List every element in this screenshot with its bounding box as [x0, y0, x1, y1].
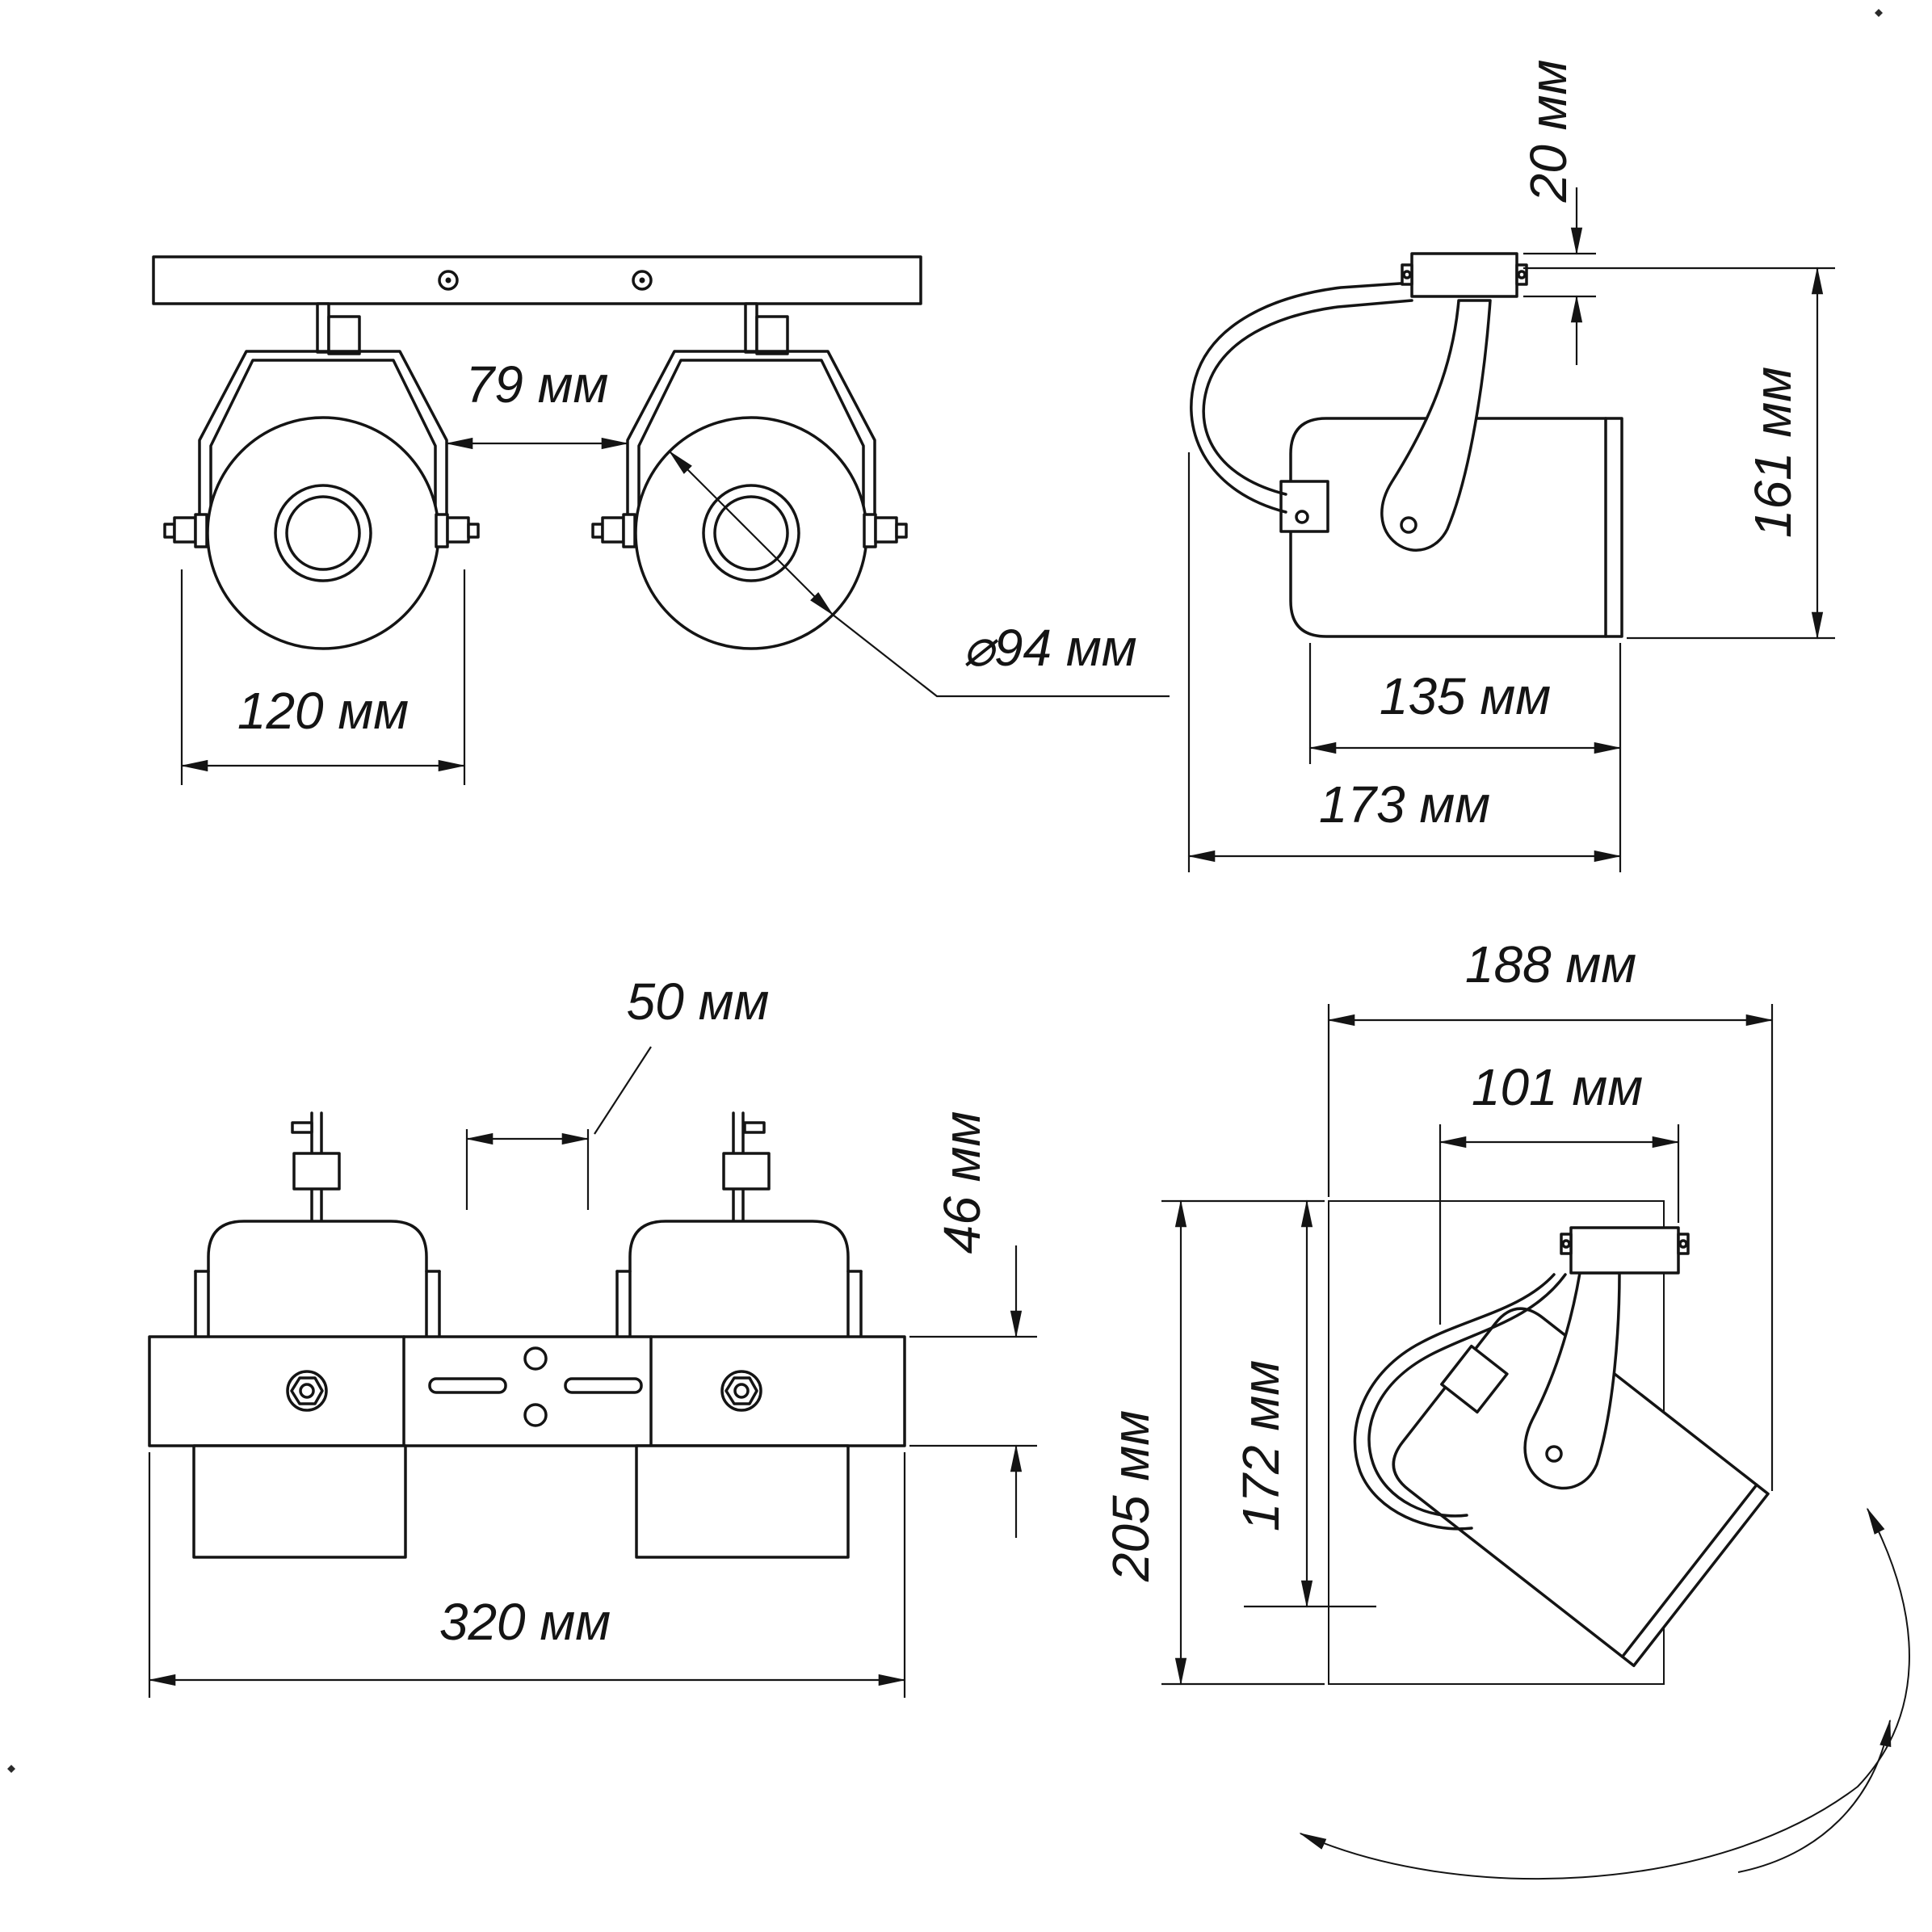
mount-slot	[428, 1377, 507, 1394]
dimension-height-205: 205 мм	[1102, 1199, 1325, 1686]
mount-slot	[564, 1377, 643, 1394]
power-cable	[1190, 281, 1413, 514]
dim-label-79: 79 мм	[466, 355, 609, 414]
dimension-diameter-94: ⌀94 мм	[668, 450, 1170, 698]
cable-clamp	[1279, 480, 1329, 533]
rotation-arrow-icon	[1299, 1507, 1910, 1880]
dim-label-135: 135 мм	[1380, 667, 1551, 725]
dim-label-172: 172 мм	[1232, 1360, 1290, 1531]
dim-label-94: ⌀94 мм	[963, 619, 1136, 677]
dim-label-101: 101 мм	[1472, 1058, 1643, 1116]
bar-screw-icon	[438, 270, 653, 291]
ceiling-bar	[152, 255, 922, 305]
print-mark	[7, 1765, 15, 1773]
dimension-width-320: 320 мм	[148, 1452, 906, 1698]
spot-lens-inner	[285, 495, 361, 571]
spotlight-left-front	[163, 302, 480, 650]
dimension-depth-188: 188 мм	[1327, 935, 1774, 1491]
power-cable	[1367, 1273, 1567, 1518]
dim-label-46: 46 мм	[933, 1111, 991, 1254]
dimension-body-135: 135 мм	[1308, 643, 1622, 764]
mount-arm	[1380, 299, 1492, 552]
spot-lens-outer	[206, 416, 440, 650]
side-view: 20 мм 161 мм 135 мм 173 мм	[1187, 60, 1835, 872]
tilt-view: 188 мм 101 мм 205 мм 172 мм	[1102, 935, 1910, 1880]
dimension-gap-50: 50 мм	[465, 972, 770, 1210]
mount-plate	[1410, 252, 1518, 298]
hex-bolt-icon	[286, 1370, 328, 1412]
power-cable	[1202, 299, 1413, 496]
dim-label-20: 20 мм	[1519, 60, 1577, 204]
cable-clamp	[1440, 1344, 1509, 1414]
dimension-height-161: 161 мм	[1523, 267, 1835, 640]
dimension-depth-173: 173 мм	[1187, 452, 1622, 872]
dim-label-205: 205 мм	[1102, 1410, 1160, 1582]
front-view: 79 мм ⌀94 мм 120 мм	[152, 255, 1170, 785]
pivot-bolt-icon	[163, 513, 480, 548]
mount-arm	[1523, 1271, 1621, 1490]
spotlight-right-plan	[615, 1111, 863, 1338]
pivot-hole	[1400, 516, 1418, 534]
dim-label-320: 320 мм	[439, 1593, 611, 1651]
mount-plate	[1569, 1226, 1680, 1275]
spot-body-side	[1289, 417, 1623, 638]
pivot-bolt-icon	[591, 513, 908, 548]
dimension-plate-20: 20 мм	[1519, 60, 1596, 365]
dimension-plate-46: 46 мм	[909, 1111, 1037, 1538]
spotlight-right-front	[591, 302, 908, 650]
spotlight-left-plan	[194, 1111, 441, 1338]
dim-label-50: 50 мм	[627, 972, 770, 1031]
dimension-span-101: 101 мм	[1438, 1058, 1680, 1325]
dimension-gap-79: 79 мм	[445, 355, 629, 450]
plan-view: 50 мм 46 мм 320 мм	[148, 972, 1037, 1698]
body-under-plate	[192, 1444, 407, 1559]
dim-label-120: 120 мм	[237, 682, 409, 740]
dimension-width-120: 120 мм	[180, 569, 466, 785]
mount-hole	[523, 1346, 548, 1371]
dim-label-173: 173 мм	[1319, 775, 1490, 834]
spot-lens-mid	[274, 484, 372, 582]
dim-label-188: 188 мм	[1465, 935, 1636, 993]
dimension-drop-172: 172 мм	[1232, 1199, 1376, 1608]
body-under-plate	[635, 1444, 850, 1559]
mount-hole	[523, 1403, 548, 1427]
hex-bolt-icon	[720, 1370, 762, 1412]
pivot-hole	[1545, 1445, 1563, 1463]
print-mark	[1875, 9, 1883, 17]
dim-label-161: 161 мм	[1744, 367, 1802, 538]
